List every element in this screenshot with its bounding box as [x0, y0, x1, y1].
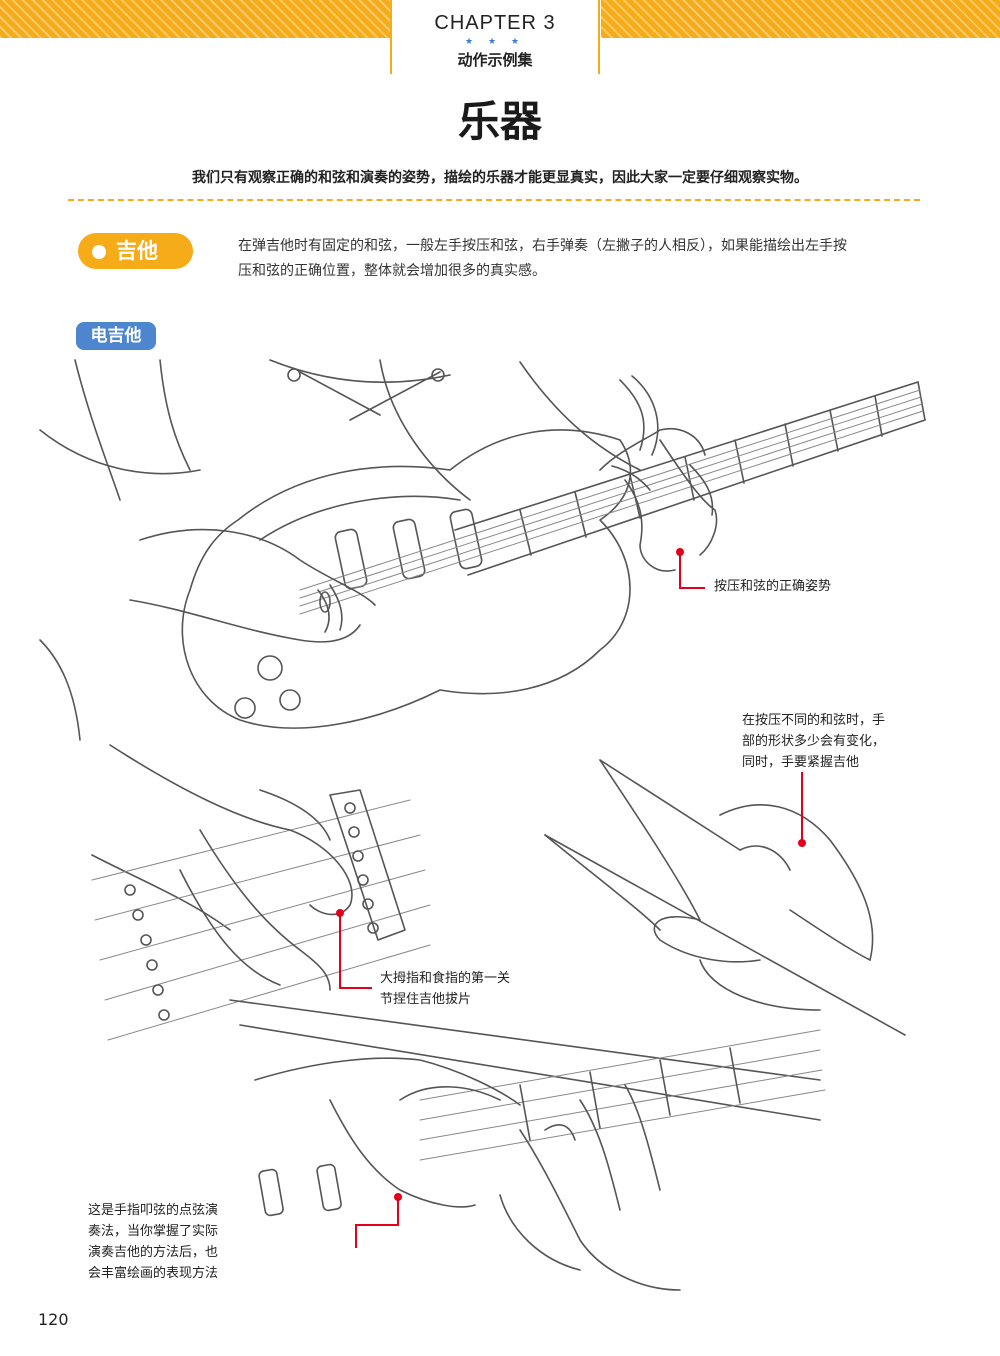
callout-grip: 在按压不同的和弦时，手 部的形状多少会有变化， 同时，手要紧握吉他: [742, 710, 922, 773]
marker-dot-chord: [676, 548, 684, 556]
callout-tap-line: 这是手指叩弦的点弦演: [88, 1203, 219, 1218]
callout-leader-pick: [339, 913, 372, 989]
callout-grip-line: 同时，手要紧握吉他: [742, 755, 860, 770]
tapping-hand-illustration: [229, 999, 826, 1291]
chapter-label: CHAPTER 3: [434, 12, 556, 34]
page-number: 120: [38, 1310, 69, 1329]
star-icons: ★ ★ ★: [465, 37, 525, 47]
callout-grip-line: 在按压不同的和弦时，手: [742, 713, 886, 728]
chapter-box: CHAPTER 3 ★ ★ ★ 动作示例集: [390, 0, 600, 74]
callout-grip-line: 部的形状多少会有变化，: [742, 734, 886, 749]
dashed-divider: [68, 199, 920, 201]
marker-dot-tap: [394, 1193, 402, 1201]
section-description: 在弹吉他时有固定的和弦，一般左手按压和弦，右手弹奏（左撇子的人相反），如果能描绘…: [238, 238, 847, 279]
marker-dot-pick: [336, 909, 344, 917]
callout-tap-line: 会丰富绘画的表现方法: [88, 1266, 219, 1281]
marker-dot-grip: [798, 839, 806, 847]
header-band-left: [0, 0, 392, 38]
section-label-pill: 吉他: [78, 233, 193, 269]
page-title: 乐器: [457, 97, 542, 146]
intro-text: 我们只有观察正确的和弦和演奏的姿势，描绘的乐器才能更显真实，因此大家一定要仔细观…: [192, 170, 808, 186]
electric-guitar-illustration: [39, 359, 926, 741]
callout-tap: 这是手指叩弦的点弦演 奏法，当你掌握了实际 演奏吉他的方法后，也 会丰富绘画的表…: [88, 1200, 248, 1284]
callout-pick-line: 节捏住吉他拔片: [380, 992, 472, 1007]
callout-tap-line: 演奏吉他的方法后，也: [88, 1245, 219, 1260]
callout-tap-line: 奏法，当你掌握了实际: [88, 1224, 219, 1239]
callout-leader-chord: [679, 552, 705, 589]
callout-markers: [339, 552, 803, 1248]
section-label: 吉他: [116, 239, 158, 263]
callout-chord-posture: 按压和弦的正确姿势: [714, 579, 832, 594]
callout-leader-tap: [355, 1197, 399, 1248]
callout-pick: 大拇指和食指的第一关 节捏住吉他拔片: [380, 968, 540, 1010]
bullet-dot-icon: [92, 245, 106, 259]
gripping-hand-illustration: [544, 759, 906, 1036]
chapter-subtitle: 动作示例集: [457, 51, 533, 69]
subsection-tag: 电吉他: [76, 322, 156, 350]
header-band-right: [601, 0, 1000, 38]
callout-pick-line: 大拇指和食指的第一关: [380, 971, 511, 986]
